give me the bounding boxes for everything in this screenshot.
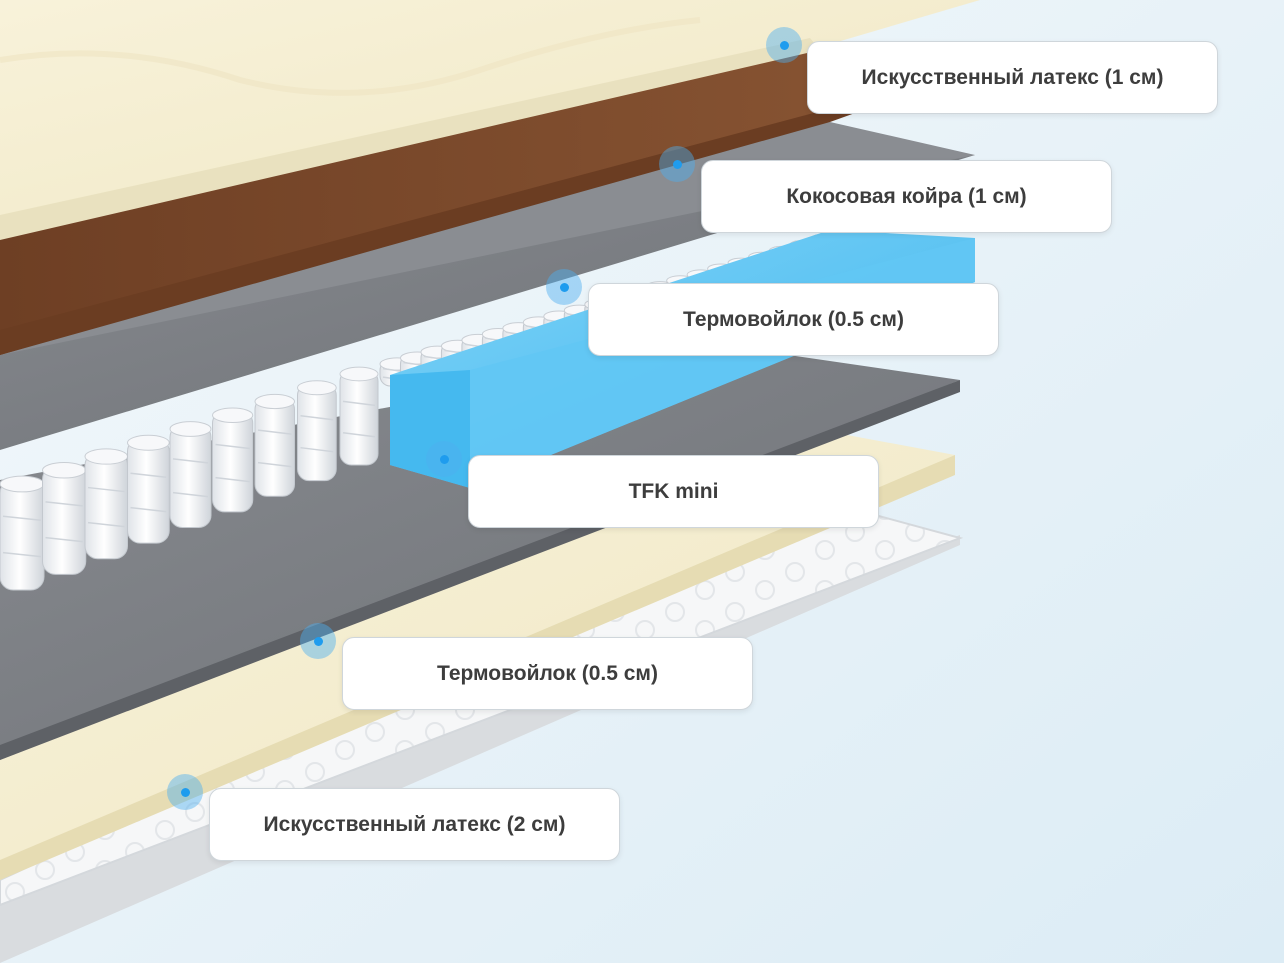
layer-label-text: Кокосовая койра (1 см) bbox=[786, 184, 1027, 208]
pocket-spring bbox=[42, 461, 87, 575]
marker-dot-icon bbox=[779, 40, 789, 50]
layer-label-springs: TFK mini bbox=[468, 455, 879, 528]
layer-label-text: Термовойлок (0.5 см) bbox=[683, 307, 904, 331]
marker-dot-icon bbox=[672, 159, 682, 169]
pocket-spring bbox=[84, 448, 128, 560]
layer-marker-top-felt[interactable] bbox=[546, 269, 582, 305]
marker-dot-icon bbox=[313, 636, 323, 646]
pocket-spring bbox=[297, 380, 337, 482]
layer-label-top-felt: Термовойлок (0.5 см) bbox=[588, 283, 999, 356]
layer-label-text: Искусственный латекс (2 см) bbox=[263, 812, 566, 836]
layer-label-text: Термовойлок (0.5 см) bbox=[437, 661, 658, 685]
layer-label-text: Искусственный латекс (1 см) bbox=[861, 65, 1164, 89]
marker-dot-icon bbox=[439, 454, 449, 464]
layer-marker-springs[interactable] bbox=[426, 441, 462, 477]
top-latex-layer bbox=[0, 0, 980, 240]
layer-label-text: TFK mini bbox=[628, 479, 719, 503]
layer-label-bottom-latex: Искусственный латекс (2 см) bbox=[209, 788, 620, 861]
layer-marker-bottom-felt[interactable] bbox=[300, 623, 336, 659]
layer-marker-bottom-latex[interactable] bbox=[167, 774, 203, 810]
pocket-spring bbox=[127, 434, 170, 544]
layer-marker-top-latex[interactable] bbox=[766, 27, 802, 63]
pocket-spring bbox=[169, 421, 212, 528]
layer-label-coir: Кокосовая койра (1 см) bbox=[701, 160, 1112, 233]
pocket-spring bbox=[212, 407, 254, 513]
pocket-spring bbox=[254, 393, 295, 497]
pocket-spring bbox=[0, 475, 45, 591]
marker-dot-icon bbox=[180, 787, 190, 797]
pocket-spring bbox=[339, 366, 379, 466]
layer-marker-coir[interactable] bbox=[659, 146, 695, 182]
coir-layer bbox=[0, 50, 975, 355]
layer-label-top-latex: Искусственный латекс (1 см) bbox=[807, 41, 1218, 114]
layer-label-bottom-felt: Термовойлок (0.5 см) bbox=[342, 637, 753, 710]
marker-dot-icon bbox=[559, 282, 569, 292]
